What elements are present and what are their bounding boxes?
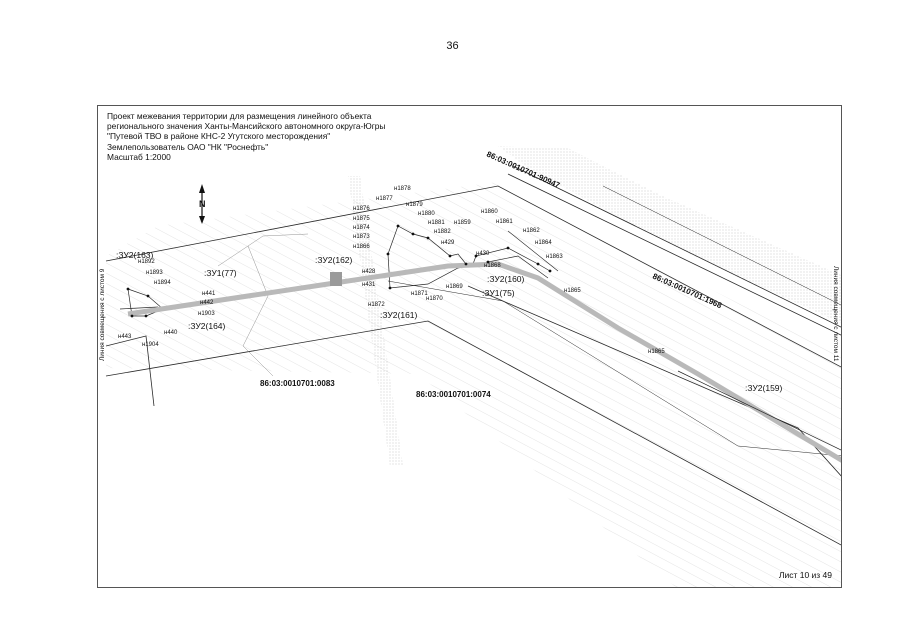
parcel-label: :ЗУ2(162) — [315, 255, 353, 265]
title-line: Проект межевания территории для размещен… — [107, 111, 372, 121]
side-label-right: Линия совмещения с листом 11 — [832, 266, 839, 362]
title-line: "Путевой ТВО в районе КНС-2 Угутского ме… — [107, 131, 331, 142]
title-line: Масштаб 1:2000 — [107, 151, 171, 162]
point-label: н1866 — [353, 244, 370, 250]
point-label: н1894 — [154, 280, 171, 286]
pipe-line-2 — [507, 230, 559, 272]
point-label: н1864 — [535, 240, 552, 246]
map-sheet: N Линия совмещения с листом 9 Линия совм… — [97, 105, 842, 588]
point-label: н1875 — [353, 216, 370, 222]
point-label: н1893 — [146, 270, 163, 276]
hatched-area — [106, 182, 841, 587]
parcel-label: :ЗУ2(159) — [745, 383, 783, 393]
survey-map: N Линия совмещения с листом 9 Линия совм… — [99, 146, 841, 587]
point-label: н1865 — [564, 288, 581, 294]
pipe-line — [677, 370, 841, 451]
page-number: 36 — [446, 40, 459, 52]
point-label: н1859 — [454, 220, 471, 226]
road-junction — [330, 272, 342, 286]
parcel-label: :ЗУ1(77) — [204, 268, 237, 278]
north-label: N — [199, 199, 206, 209]
point-labels: н1892 н1893 н1894 н441 н442 н1903 н443 н440 н190… — [118, 186, 665, 355]
point-label: н1878 — [394, 186, 411, 192]
dotted-strip — [498, 146, 841, 324]
title-line: Землепользователь ОАО "НК "Роснефть" — [107, 141, 269, 152]
point-label: н442 — [200, 300, 214, 306]
point-label: н1861 — [496, 219, 513, 225]
parcel-label: :ЗУ2(163) — [116, 250, 154, 260]
point-markers — [126, 224, 552, 318]
point-label: н1903 — [198, 311, 215, 317]
point-label: н1892 — [138, 259, 155, 265]
point-label: н440 — [164, 330, 178, 336]
point-label: н1863 — [546, 254, 563, 260]
point-label: н1862 — [523, 228, 540, 234]
road-route — [127, 261, 841, 463]
point-label: н1860 — [481, 209, 498, 215]
point-label: н1882 — [434, 229, 451, 235]
point-label: н430 — [476, 251, 490, 257]
point-label: н1876 — [353, 206, 370, 212]
side-label-left: Линия совмещения с листом 9 — [99, 268, 106, 361]
parcel-labels: :ЗУ2(163) :ЗУ1(77) :ЗУ2(164) :ЗУ2(162) :ЗУ2(… — [116, 250, 783, 393]
point-label: н1869 — [446, 284, 463, 290]
parcel-label: :ЗУ2(161) — [380, 310, 418, 320]
point-label: н1868 — [484, 263, 501, 269]
parcel-label: :ЗУ1(75) — [482, 288, 515, 298]
point-label: н1881 — [428, 220, 445, 226]
title-line: регионального значения Ханты-Мансийского… — [107, 121, 386, 132]
point-label: н443 — [118, 334, 132, 340]
map-title-block: Проект межевания территории для размещен… — [107, 111, 385, 162]
dotted-strip-vertical — [348, 176, 403, 466]
point-label: н1873 — [353, 234, 370, 240]
point-label: н431 — [362, 282, 376, 288]
point-label: н1877 — [376, 196, 393, 202]
cadastral-label: 86:03:0010701:0074 — [416, 390, 491, 399]
point-label: н441 — [202, 291, 216, 297]
point-label: н1904 — [142, 342, 159, 348]
point-label: н1874 — [353, 225, 370, 231]
point-label: н1879 — [406, 202, 423, 208]
point-label: н1872 — [368, 302, 385, 308]
cadastral-label: 86:03:0010701:0083 — [260, 379, 335, 388]
point-label: н1871 — [411, 291, 428, 297]
boundary-lines — [105, 165, 841, 546]
north-arrow-icon — [199, 184, 205, 224]
point-label: н1870 — [426, 296, 443, 302]
parcel-label: :ЗУ2(160) — [487, 274, 525, 284]
point-label: н1865 — [648, 349, 665, 355]
parcel-label: :ЗУ2(164) — [188, 321, 226, 331]
point-label: н428 — [362, 269, 376, 275]
point-label: н1880 — [418, 211, 435, 217]
point-label: н429 — [441, 240, 455, 246]
sheet-label: Лист 10 из 49 — [778, 570, 832, 580]
